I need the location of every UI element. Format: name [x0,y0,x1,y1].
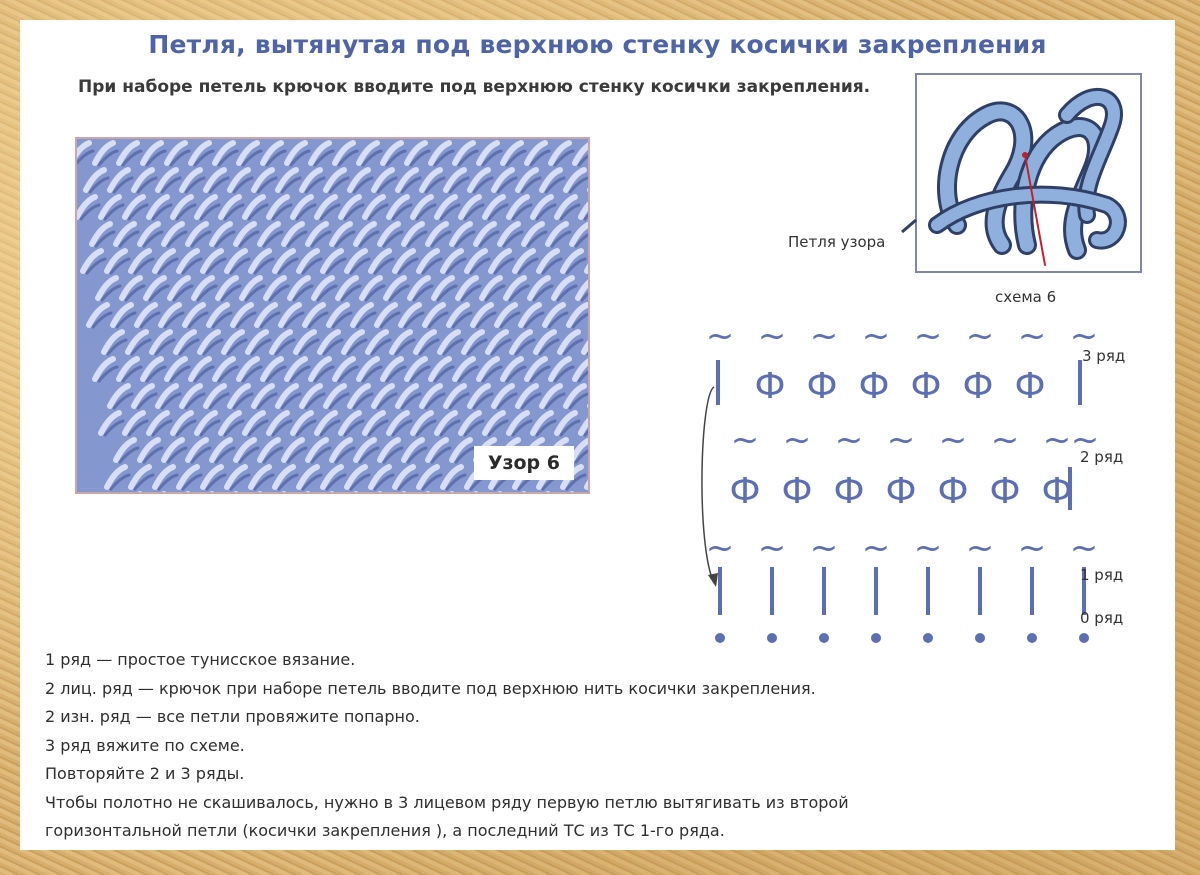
loop-caption: Петля узора [788,233,886,251]
tilde-mark: ~ [887,420,916,460]
tilde-mark: ~ [862,316,891,356]
tilde-mark: ~ [1071,420,1100,460]
tilde-mark: ~ [758,316,787,356]
chain-dot-mark [1027,633,1037,643]
instruction-line: 2 изн. ряд — все петли провяжите попарно… [45,707,420,726]
tilde-mark: ~ [991,420,1020,460]
arrow-head-icon [708,573,718,587]
tilde-mark: ~ [810,316,839,356]
loop-illustration [915,73,1142,273]
chain-dot-mark [715,633,725,643]
phi-stitch-mark: Ф [834,471,865,512]
chain-dot-mark [975,633,985,643]
instruction-line: 1 ряд — простое тунисское вязание. [45,650,356,669]
tilde-mark: ~ [706,316,735,356]
tilde-mark: ~ [731,420,760,460]
phi-stitch-mark: Ф [755,366,786,407]
tilde-mark: ~ [1018,528,1047,568]
phi-stitch-mark: Ф [730,471,761,512]
tilde-mark: ~ [1070,528,1099,568]
scheme-title: схема 6 [995,288,1057,306]
tilde-mark: ~ [1018,316,1047,356]
chain-dot-mark [871,633,881,643]
phi-stitch-mark: Ф [886,471,917,512]
instruction-line: 2 лиц. ряд — крючок при наборе петель вв… [45,678,816,698]
phi-stitch-mark: Ф [807,366,838,407]
tilde-mark: ~ [966,316,995,356]
yarn-loop-drawing [928,88,1127,266]
tilde-mark: ~ [1070,316,1099,356]
photo-label: Узор 6 [473,446,574,480]
row-label-2: 2 ряд [1080,448,1124,466]
tilde-mark: ~ [835,420,864,460]
chain-dot-mark [767,633,777,643]
tilde-mark: ~ [939,420,968,460]
tilde-mark: ~ [758,528,787,568]
instruction-line: Чтобы полотно не скашивалось, нужно в 3 … [45,792,849,812]
instructions-list: 1 ряд — простое тунисское вязание. 2 лиц… [45,646,1145,846]
phi-stitch-mark: Ф [911,366,942,407]
tilde-mark: ~ [810,528,839,568]
row-label-0: 0 ряд [1080,609,1124,627]
instruction-line: 3 ряд вяжите по схеме. [45,735,245,755]
tilde-mark: ~ [862,528,891,568]
knit-texture [77,139,588,492]
row-label-1: 1 ряд [1080,566,1124,584]
phi-stitch-mark: Ф [990,471,1021,512]
tilde-mark: ~ [1043,420,1072,460]
chain-dot-mark [819,633,829,643]
row-link-arrow [701,386,715,584]
chain-dot-mark [1079,633,1089,643]
phi-stitch-mark: Ф [782,471,813,512]
phi-stitch-mark: Ф [1042,471,1073,512]
tilde-mark: ~ [706,528,735,568]
page-sheet: Петля, вытянутая под верхнюю стенку коси… [20,20,1175,850]
tilde-mark: ~ [914,528,943,568]
page-title: Петля, вытянутая под верхнюю стенку коси… [148,30,1047,59]
phi-stitch-mark: Ф [1015,366,1046,407]
tilde-mark: ~ [966,528,995,568]
knit-sample-photo: Узор 6 [75,137,590,494]
intro-text: При наборе петель крючок вводите под вер… [78,77,871,97]
caption-arrow-icon [901,218,917,234]
instruction-line: горизонтальной петли (косички закреплени… [45,821,725,840]
phi-stitch-mark: Ф [938,471,969,512]
phi-stitch-mark: Ф [963,366,994,407]
chain-dot-mark [923,633,933,643]
tilde-mark: ~ [783,420,812,460]
row-label-3: 3 ряд [1082,347,1126,365]
tilde-mark: ~ [914,316,943,356]
instruction-line: Повторяйте 2 и 3 ряды. [45,764,245,783]
phi-stitch-mark: Ф [859,366,890,407]
